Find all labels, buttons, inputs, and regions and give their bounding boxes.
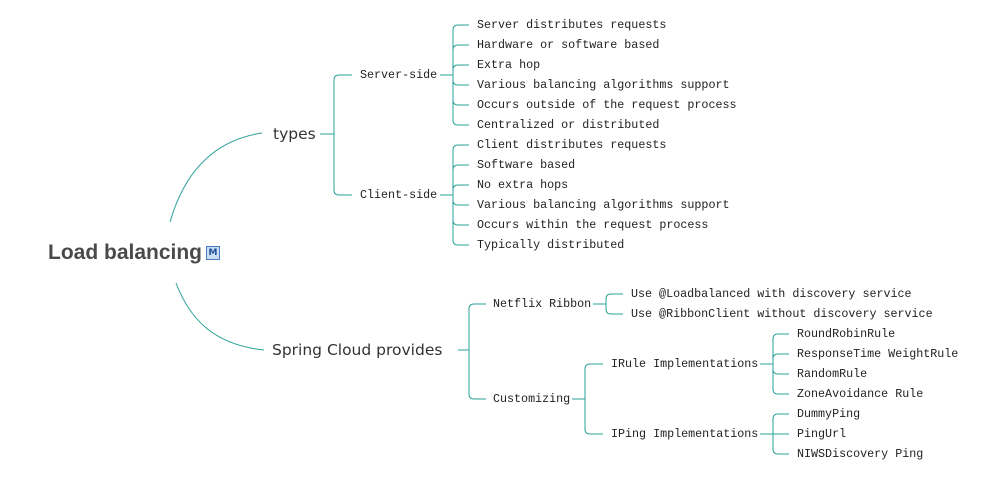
ribbon-item[interactable]: Use @RibbonClient without discovery serv…	[631, 307, 933, 321]
node-client-side[interactable]: Client-side	[360, 188, 438, 202]
client-side-item[interactable]: Typically distributed	[477, 238, 625, 252]
client-side-branch	[452, 144, 469, 195]
markdown-badge-icon[interactable]: M	[206, 246, 221, 260]
ribbon-branch	[605, 304, 623, 315]
iping-branch	[772, 413, 789, 434]
server-side-branch	[452, 75, 469, 126]
node-customizing[interactable]: Customizing	[493, 392, 571, 406]
node-irule[interactable]: IRule Implementations	[611, 357, 759, 371]
client-side-branch	[452, 164, 469, 195]
spring-branch	[468, 303, 486, 350]
server-side-item[interactable]: Server distributes requests	[477, 18, 667, 32]
ribbon-item[interactable]: Use @Loadbalanced with discovery service	[631, 287, 912, 301]
customizing-branch	[584, 399, 603, 435]
server-side-item[interactable]: Various balancing algorithms support	[477, 78, 730, 92]
irule-item[interactable]: RandomRule	[797, 367, 868, 381]
server-side-item[interactable]: Occurs outside of the request process	[477, 98, 737, 112]
irule-branch	[772, 364, 789, 375]
client-side-branch	[452, 195, 469, 206]
client-side-branch	[452, 195, 469, 246]
client-side-item[interactable]: Client distributes requests	[477, 138, 667, 152]
server-side-branch	[452, 75, 469, 86]
types-branch	[333, 134, 352, 196]
server-side-branch	[452, 44, 469, 75]
irule-branch	[772, 333, 789, 364]
root-node[interactable]: Load balancing	[48, 241, 203, 264]
ribbon-branch	[605, 293, 623, 304]
irule-branch	[772, 364, 789, 395]
types-branch	[333, 74, 352, 134]
irule-item[interactable]: ResponseTime WeightRule	[797, 347, 959, 361]
server-side-item[interactable]: Extra hop	[477, 58, 541, 72]
client-side-item[interactable]: Various balancing algorithms support	[477, 198, 730, 212]
node-spring-cloud[interactable]: Spring Cloud provides	[272, 341, 443, 359]
client-side-item[interactable]: Software based	[477, 158, 576, 172]
server-side-branch	[452, 64, 469, 75]
server-side-item[interactable]: Centralized or distributed	[477, 118, 660, 132]
iping-item[interactable]: NIWSDiscovery Ping	[797, 447, 924, 461]
spring-branch	[468, 350, 486, 400]
irule-item[interactable]: RoundRobinRule	[797, 327, 896, 341]
irule-item[interactable]: ZoneAvoidance Rule	[797, 387, 924, 401]
root-to-spring-curve	[175, 282, 265, 351]
server-side-item[interactable]: Hardware or software based	[477, 38, 660, 52]
iping-branch	[772, 434, 789, 455]
client-side-branch	[452, 195, 469, 226]
root-to-types-curve	[169, 132, 263, 223]
root-node-wrapper: Load balancing M	[48, 241, 221, 265]
node-server-side[interactable]: Server-side	[360, 68, 438, 82]
customizing-branch	[584, 363, 603, 399]
node-iping[interactable]: IPing Implementations	[611, 427, 759, 441]
server-side-branch	[452, 24, 469, 75]
client-side-item[interactable]: Occurs within the request process	[477, 218, 709, 232]
iping-item[interactable]: DummyPing	[797, 407, 861, 421]
client-side-item[interactable]: No extra hops	[477, 178, 569, 192]
server-side-branch	[452, 75, 469, 106]
irule-branch	[772, 353, 789, 364]
node-netflix-ribbon[interactable]: Netflix Ribbon	[493, 297, 592, 311]
client-side-branch	[452, 184, 469, 195]
iping-item[interactable]: PingUrl	[797, 427, 847, 441]
node-types[interactable]: types	[273, 125, 316, 143]
